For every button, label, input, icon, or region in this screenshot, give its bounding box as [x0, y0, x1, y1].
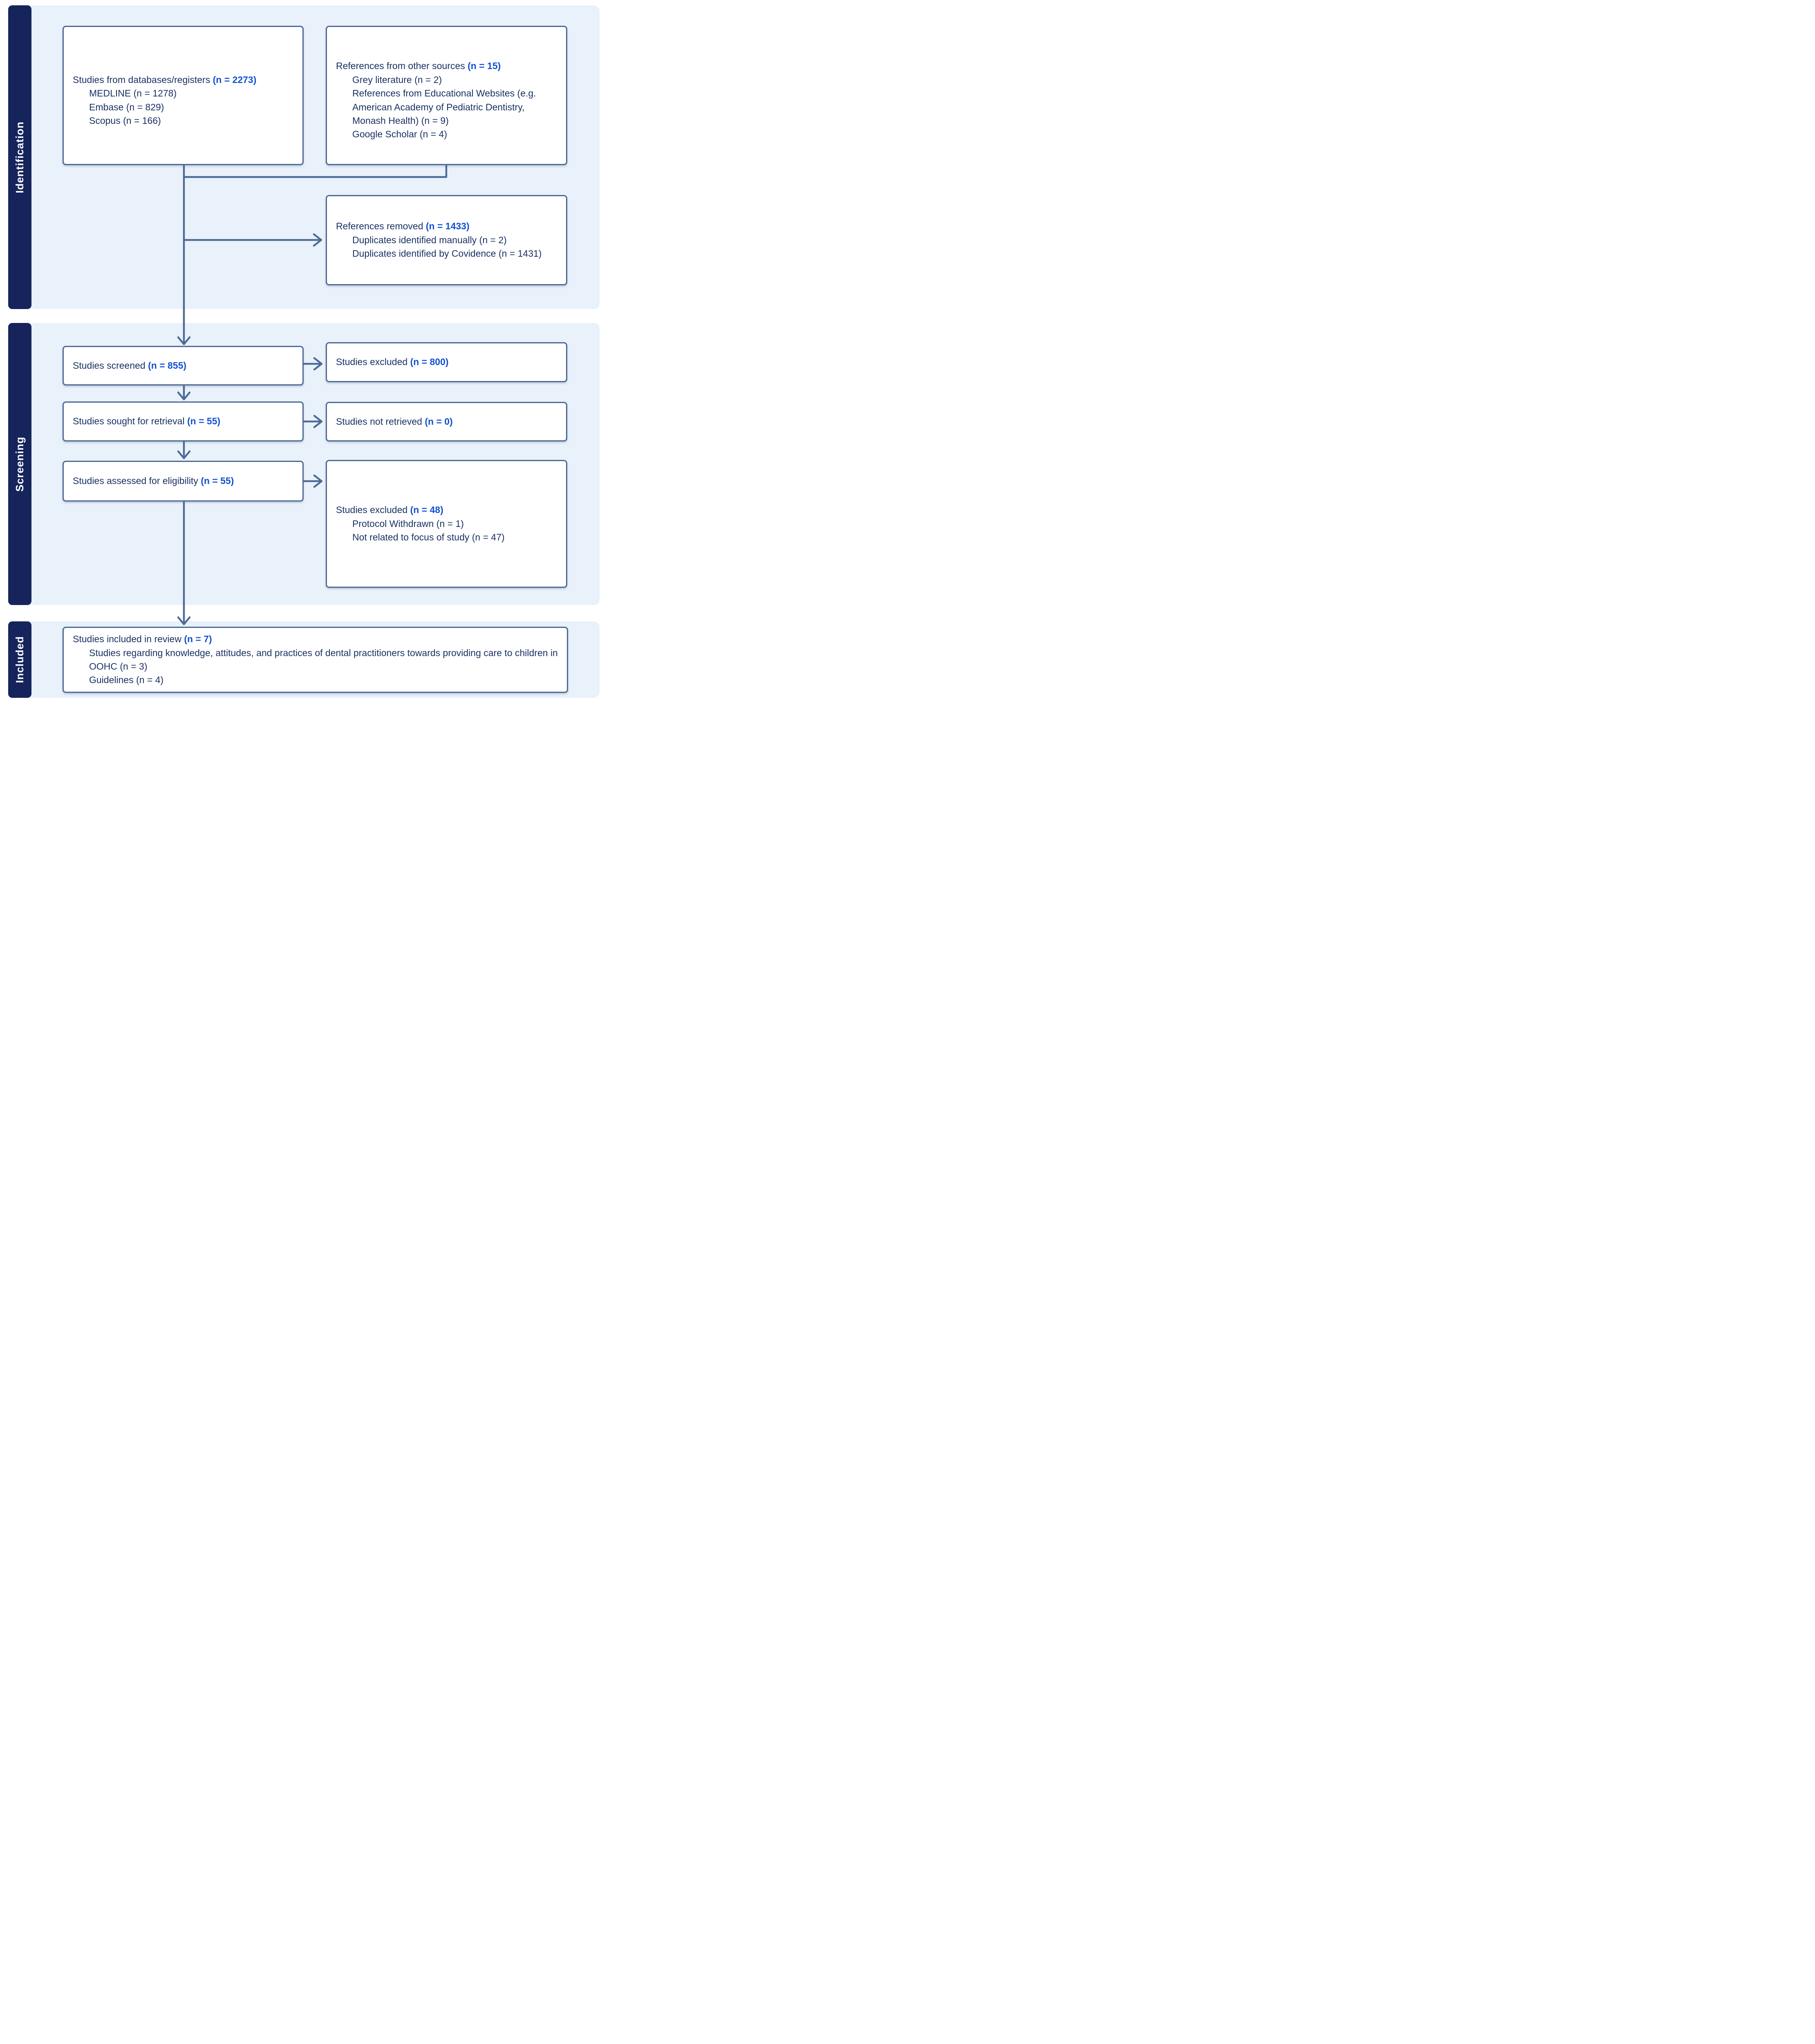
box-studies-excluded-eligibility-heading: Studies excluded (n = 48) [336, 503, 559, 517]
box-studies-excluded-screening: Studies excluded (n = 800) [326, 342, 567, 382]
box-studies-sought-count: (n = 55) [187, 416, 221, 427]
box-studies-screened-title: Studies screened [73, 360, 145, 371]
box-references-removed-item: Duplicates identified manually (n = 2) [352, 234, 507, 245]
box-studies-excluded-screening-heading: Studies excluded (n = 800) [336, 355, 559, 369]
box-studies-excluded-eligibility-item: Protocol Withdrawn (n = 1) [352, 518, 464, 529]
box-studies-included-title: Studies included in review [73, 634, 181, 645]
box-studies-excluded-eligibility: Studies excluded (n = 48) Protocol Withd… [326, 460, 567, 588]
box-references-removed-title: References removed [336, 221, 423, 232]
box-databases: Studies from databases/registers (n = 22… [63, 26, 304, 165]
box-databases-item: MEDLINE (n = 1278) [89, 88, 177, 99]
box-other-sources-content: References from other sources (n = 15) G… [336, 59, 559, 141]
box-databases-count: (n = 2273) [213, 74, 257, 85]
box-studies-not-retrieved-count: (n = 0) [425, 416, 453, 427]
box-other-sources-item: Google Scholar (n = 4) [352, 129, 448, 140]
box-studies-sought-title: Studies sought for retrieval [73, 416, 185, 427]
box-studies-sought: Studies sought for retrieval (n = 55) [63, 401, 304, 442]
box-databases-content: Studies from databases/registers (n = 22… [73, 73, 296, 128]
box-references-removed: References removed (n = 1433) Duplicates… [326, 195, 567, 285]
stage-bar-included: Included [8, 621, 31, 698]
box-other-sources-count: (n = 15) [468, 61, 501, 72]
box-studies-not-retrieved-heading: Studies not retrieved (n = 0) [336, 415, 559, 428]
box-studies-included-count: (n = 7) [184, 634, 212, 645]
box-databases-item: Embase (n = 829) [89, 101, 164, 112]
box-studies-included-item: Studies regarding knowledge, attitudes, … [89, 647, 558, 672]
box-studies-assessed-count: (n = 55) [201, 475, 234, 486]
box-references-removed-item: Duplicates identified by Covidence (n = … [352, 248, 542, 259]
box-studies-included-item: Guidelines (n = 4) [89, 675, 164, 686]
box-studies-assessed-title: Studies assessed for eligibility [73, 475, 198, 486]
box-studies-assessed: Studies assessed for eligibility (n = 55… [63, 461, 304, 502]
box-other-sources: References from other sources (n = 15) G… [326, 26, 567, 165]
box-studies-excluded-eligibility-count: (n = 48) [410, 504, 443, 515]
stage-bar-identification: Identification [8, 5, 31, 309]
box-studies-included: Studies included in review (n = 7) Studi… [63, 627, 568, 693]
box-studies-excluded-eligibility-item: Not related to focus of study (n = 47) [352, 532, 505, 543]
box-studies-screened-count: (n = 855) [148, 360, 187, 371]
stage-label-identification: Identification [13, 121, 26, 193]
stage-bar-screening: Screening [8, 323, 31, 605]
stage-label-included: Included [13, 636, 26, 683]
box-studies-not-retrieved-title: Studies not retrieved [336, 416, 422, 427]
box-studies-excluded-screening-title: Studies excluded [336, 356, 408, 368]
box-studies-sought-heading: Studies sought for retrieval (n = 55) [73, 415, 296, 428]
box-studies-assessed-heading: Studies assessed for eligibility (n = 55… [73, 474, 296, 488]
box-databases-title: Studies from databases/registers [73, 74, 210, 85]
box-references-removed-count: (n = 1433) [425, 221, 470, 232]
box-databases-item: Scopus (n = 166) [89, 115, 161, 126]
box-studies-excluded-eligibility-content: Studies excluded (n = 48) Protocol Withd… [336, 503, 559, 544]
box-studies-not-retrieved: Studies not retrieved (n = 0) [326, 402, 567, 442]
box-references-removed-content: References removed (n = 1433) Duplicates… [336, 220, 559, 260]
box-other-sources-heading: References from other sources (n = 15) [336, 59, 559, 73]
box-databases-heading: Studies from databases/registers (n = 22… [73, 73, 296, 87]
box-studies-screened: Studies screened (n = 855) [63, 346, 304, 385]
box-other-sources-item: Grey literature (n = 2) [352, 74, 442, 85]
box-studies-screened-heading: Studies screened (n = 855) [73, 359, 296, 372]
box-other-sources-title: References from other sources [336, 61, 465, 72]
box-studies-excluded-screening-count: (n = 800) [410, 356, 449, 368]
box-studies-excluded-eligibility-title: Studies excluded [336, 504, 408, 515]
box-other-sources-item: References from Educational Websites (e.… [352, 88, 536, 126]
prisma-flow-diagram: Identification Screening Included [0, 0, 605, 706]
box-references-removed-heading: References removed (n = 1433) [336, 220, 559, 233]
stage-label-screening: Screening [13, 436, 26, 492]
box-studies-included-heading: Studies included in review (n = 7) [73, 632, 560, 646]
box-studies-included-content: Studies included in review (n = 7) Studi… [73, 632, 560, 687]
